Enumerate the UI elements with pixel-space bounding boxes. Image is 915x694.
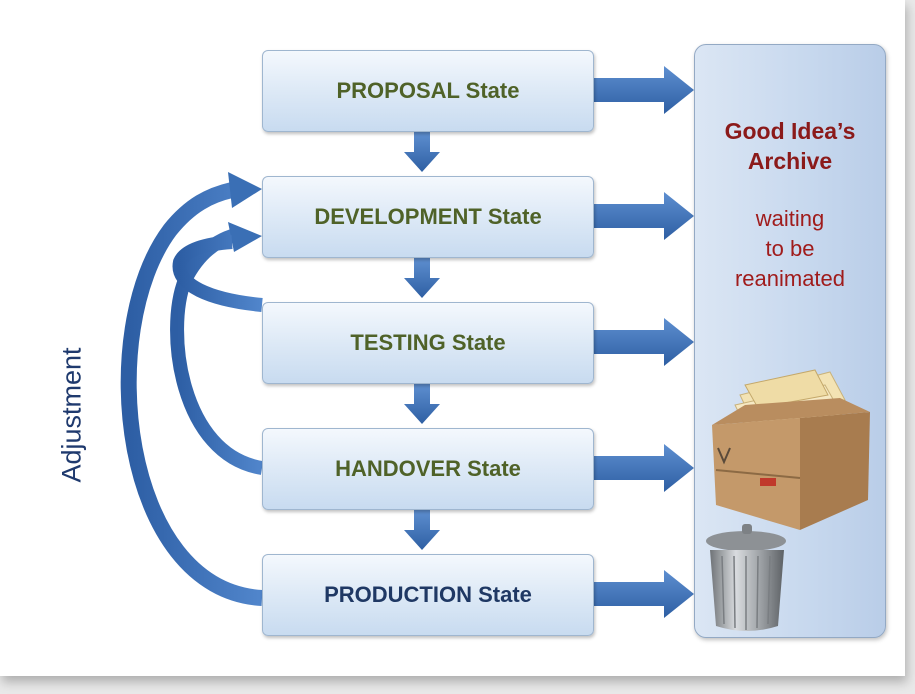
right-arrow-1 <box>594 66 694 114</box>
loop-arrowhead-2 <box>228 222 262 252</box>
archive-title-line-2: Archive <box>747 148 833 174</box>
archive-panel <box>694 44 886 638</box>
archive-title: Good Idea’s Archive <box>694 116 886 176</box>
loop-arrowhead-1 <box>228 172 262 208</box>
loop-testing-to-development <box>172 235 263 312</box>
archive-title-line-1: Good Idea’s <box>724 118 856 144</box>
state-handover: HANDOVER State <box>262 428 594 510</box>
right-arrow-5 <box>594 570 694 618</box>
state-proposal: PROPOSAL State <box>262 50 594 132</box>
archive-subtitle-line-1: waiting <box>755 206 825 231</box>
down-arrow-3 <box>404 384 440 424</box>
state-testing: TESTING State <box>262 302 594 384</box>
right-arrow-2 <box>594 192 694 240</box>
state-development: DEVELOPMENT State <box>262 176 594 258</box>
down-arrow-1 <box>404 132 440 172</box>
down-arrow-4 <box>404 510 440 550</box>
archive-subtitle: waiting to be reanimated <box>694 204 886 294</box>
down-arrow-2 <box>404 258 440 298</box>
loop-production-to-development <box>120 182 263 606</box>
state-production: PRODUCTION State <box>262 554 594 636</box>
archive-subtitle-line-3: reanimated <box>734 266 846 291</box>
right-arrow-3 <box>594 318 694 366</box>
right-arrow-4 <box>594 444 694 492</box>
adjustment-label: Adjustment <box>56 347 87 483</box>
archive-subtitle-line-2: to be <box>765 236 815 261</box>
